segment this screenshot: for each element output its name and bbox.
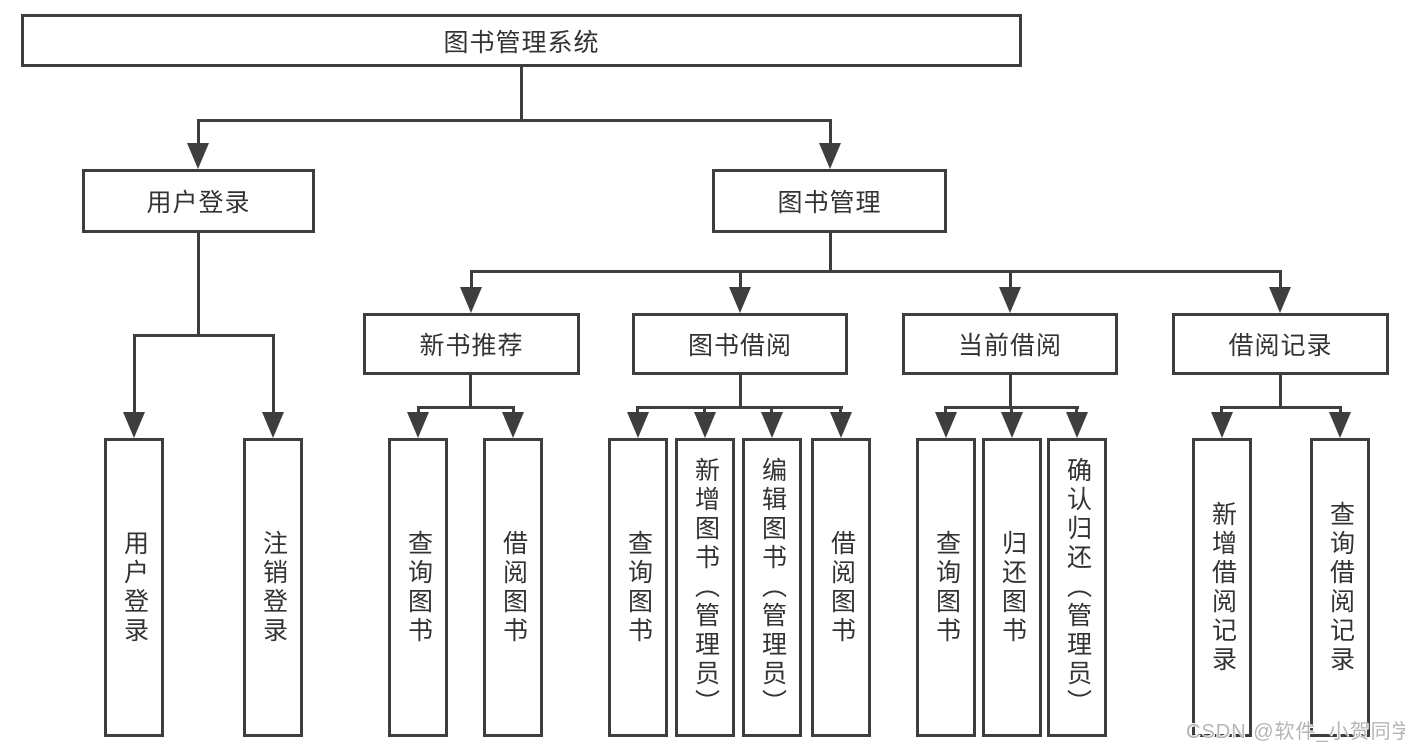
leaf-logout: 注销登录 (243, 438, 303, 737)
connector-line (1009, 375, 1012, 408)
arrow-down-icon (1001, 412, 1023, 438)
node-book-borrowing: 图书借阅 (632, 313, 848, 375)
leaf-label: 查询图书 (404, 529, 433, 646)
connector-line (703, 406, 706, 416)
leaf-label: 查询借阅记录 (1326, 500, 1355, 675)
leaf-query-borrow-record: 查询借阅记录 (1310, 438, 1370, 737)
connector-line (839, 406, 842, 416)
connector-line (1220, 406, 1223, 416)
connector-line (417, 406, 420, 416)
connector-line (1075, 406, 1078, 416)
connector-line (1279, 375, 1282, 408)
leaf-borrow-books-recommend: 借阅图书 (483, 438, 543, 737)
connector-line (133, 334, 275, 337)
csdn-watermark: CSDN @软件_小贺同学 (1186, 721, 1405, 743)
connector-line (133, 334, 136, 414)
leaf-add-borrow-record: 新增借阅记录 (1192, 438, 1252, 737)
arrow-down-icon (999, 287, 1021, 313)
connector-line (829, 119, 832, 147)
leaf-label: 查询图书 (932, 529, 961, 646)
node-label: 图书借阅 (687, 332, 792, 360)
connector-line (1009, 270, 1012, 290)
node-borrowing-records: 借阅记录 (1172, 313, 1389, 375)
leaf-confirm-return-admin: 确认归还（管理员） (1047, 438, 1107, 737)
arrow-down-icon (830, 412, 852, 438)
connector-line (1010, 406, 1013, 416)
connector-line (272, 334, 275, 414)
connector-line (944, 406, 947, 416)
arrow-down-icon (262, 412, 284, 438)
connector-line (512, 406, 515, 416)
leaf-label: 查询图书 (624, 529, 653, 646)
leaf-label: 借阅图书 (499, 529, 528, 646)
arrow-down-icon (694, 412, 716, 438)
arrow-down-icon (502, 412, 524, 438)
leaf-return-book: 归还图书 (982, 438, 1042, 737)
leaf-label: 编辑图书（管理员） (758, 457, 787, 718)
connector-line (829, 233, 832, 272)
connector-line (469, 375, 472, 408)
leaf-label: 新增图书（管理员） (691, 457, 720, 718)
arrow-down-icon (627, 412, 649, 438)
leaf-query-books-current: 查询图书 (916, 438, 976, 737)
leaf-borrow-books-borrowing: 借阅图书 (811, 438, 871, 737)
arrow-down-icon (460, 287, 482, 313)
connector-line (470, 270, 1281, 273)
leaf-label: 借阅图书 (827, 529, 856, 646)
leaf-label: 新增借阅记录 (1208, 500, 1237, 675)
connector-line (739, 270, 742, 290)
connector-line (739, 375, 742, 408)
connector-line (770, 406, 773, 416)
leaf-edit-book-admin: 编辑图书（管理员） (742, 438, 802, 737)
node-label: 当前借阅 (957, 332, 1062, 360)
node-new-book-recommendation: 新书推荐 (363, 313, 580, 375)
arrow-down-icon (761, 412, 783, 438)
node-label: 用户登录 (146, 189, 251, 217)
connector-line (197, 233, 200, 336)
arrow-down-icon (123, 412, 145, 438)
leaf-user-login: 用户登录 (104, 438, 164, 737)
arrow-down-icon (819, 143, 841, 169)
connector-line (636, 406, 843, 409)
leaf-add-book-admin: 新增图书（管理员） (675, 438, 735, 737)
leaf-query-books-recommend: 查询图书 (388, 438, 448, 737)
node-label: 新书推荐 (419, 332, 524, 360)
connector-line (1279, 270, 1282, 290)
leaf-label: 注销登录 (259, 529, 288, 646)
arrow-down-icon (1269, 287, 1291, 313)
connector-line (636, 406, 639, 416)
leaf-label: 确认归还（管理员） (1063, 457, 1092, 718)
leaf-label: 用户登录 (120, 529, 149, 646)
arrow-down-icon (935, 412, 957, 438)
connector-line (197, 119, 832, 122)
arrow-down-icon (407, 412, 429, 438)
arrow-down-icon (729, 287, 751, 313)
connector-line (1339, 406, 1342, 416)
node-label: 图书管理 (777, 189, 882, 217)
connector-line (197, 119, 200, 147)
arrow-down-icon (1211, 412, 1233, 438)
connector-line (1220, 406, 1342, 409)
arrow-down-icon (1066, 412, 1088, 438)
leaf-label: 归还图书 (998, 529, 1027, 646)
node-label: 图书管理系统 (443, 28, 600, 57)
node-book-management: 图书管理 (712, 169, 947, 233)
arrow-down-icon (1329, 412, 1351, 438)
arrow-down-icon (187, 143, 209, 169)
connector-line (470, 270, 473, 290)
node-user-login: 用户登录 (82, 169, 315, 233)
leaf-query-books-borrowing: 查询图书 (608, 438, 668, 737)
connector-line (417, 406, 515, 409)
node-label: 借阅记录 (1228, 332, 1333, 360)
connector-line (520, 66, 523, 121)
node-library-management-system: 图书管理系统 (21, 14, 1022, 67)
node-current-borrowing: 当前借阅 (902, 313, 1118, 375)
